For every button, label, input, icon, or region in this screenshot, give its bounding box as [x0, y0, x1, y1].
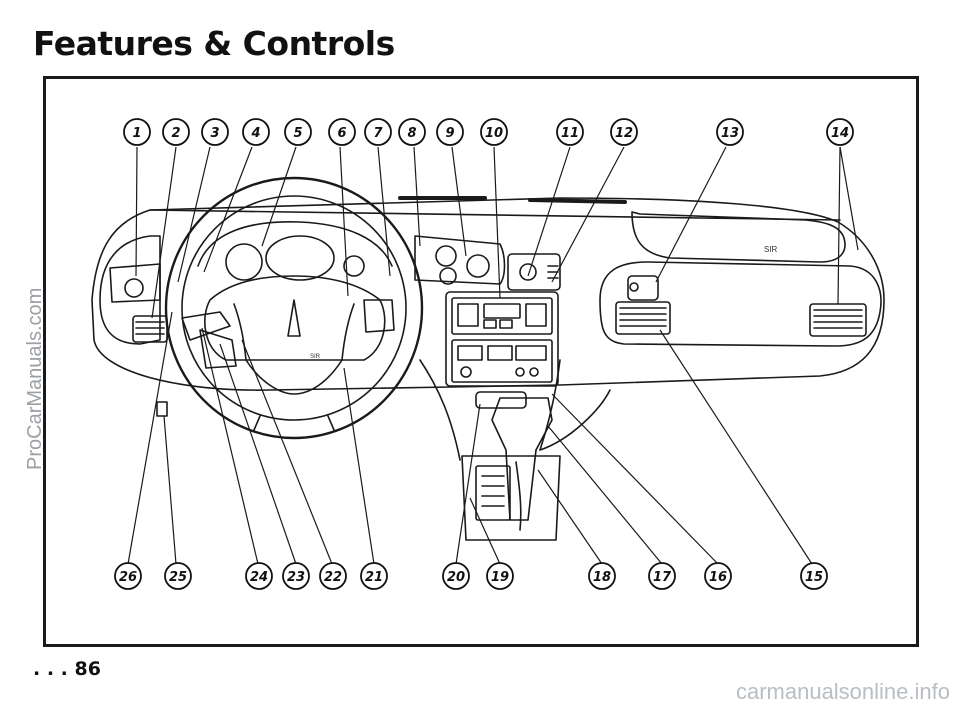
- callout-3-label: 3: [210, 126, 219, 141]
- callout-17-label: 17: [653, 570, 672, 585]
- airbag-label: SIR: [764, 245, 778, 254]
- callout-11-label: 11: [561, 126, 579, 141]
- callout-25: 25: [164, 562, 192, 590]
- headlamp-switch: [124, 278, 144, 298]
- callout-9-label: 9: [445, 126, 454, 141]
- callout-17: 17: [648, 562, 676, 590]
- glovebox-panel: [599, 261, 882, 347]
- callout-12: 12: [610, 118, 638, 146]
- callout-11: 11: [556, 118, 584, 146]
- callout-10: 10: [480, 118, 508, 146]
- callout-5-label: 5: [293, 126, 302, 141]
- wheel-label: SIR: [310, 354, 321, 360]
- bottom-watermark: carmanualsonline.info: [735, 679, 950, 704]
- page-number: . . . 86: [33, 658, 101, 680]
- callout-3: 3: [201, 118, 229, 146]
- callout-14: 14: [826, 118, 854, 146]
- callout-25-label: 25: [169, 570, 187, 585]
- callout-6: 6: [328, 118, 356, 146]
- left-vent: [132, 315, 168, 343]
- callout-18: 18: [588, 562, 616, 590]
- callout-13: 13: [716, 118, 744, 146]
- callout-20: 20: [442, 562, 470, 590]
- callout-15: 15: [800, 562, 828, 590]
- callout-26-label: 26: [119, 570, 137, 585]
- dashboard-outline: [91, 197, 885, 391]
- callouts-bottom: 26 25 24 23 22 21 20 19 18 17 16 15: [114, 562, 828, 590]
- callout-22: 22: [319, 562, 347, 590]
- diagram-frame: [43, 76, 919, 647]
- instrument-cluster: [197, 220, 393, 267]
- callout-20-label: 20: [447, 570, 465, 585]
- callout-4-label: 4: [250, 126, 260, 141]
- callout-26: 26: [114, 562, 142, 590]
- callout-23-label: 23: [287, 570, 305, 585]
- airbag-cover: [631, 211, 846, 263]
- callout-2-label: 2: [171, 126, 180, 141]
- left-end-panel: [99, 235, 161, 345]
- page-title: Features & Controls: [33, 24, 395, 63]
- callout-10-label: 10: [485, 126, 503, 141]
- callout-14-label: 14: [831, 126, 849, 141]
- far-right-vent: [809, 303, 867, 337]
- callout-1: 1: [123, 118, 151, 146]
- callout-16-label: 16: [709, 570, 727, 585]
- callout-19-label: 19: [491, 570, 509, 585]
- callout-8: 8: [398, 118, 426, 146]
- callout-4: 4: [242, 118, 270, 146]
- callout-15-label: 15: [805, 570, 823, 585]
- callout-12-label: 12: [615, 126, 633, 141]
- windshield-line: [149, 209, 841, 221]
- callout-1-label: 1: [132, 126, 141, 141]
- callout-13-label: 13: [721, 126, 739, 141]
- wheel-hub: [204, 275, 386, 361]
- callout-9: 9: [436, 118, 464, 146]
- callout-21: 21: [360, 562, 388, 590]
- callouts-top: 1 2 3 4 5 6 7 8 9 10 11 12 13 14: [123, 118, 854, 146]
- steering-wheel-rim: [164, 176, 424, 440]
- aux-gauges: [414, 235, 506, 285]
- callout-16: 16: [704, 562, 732, 590]
- gear-shifter: [491, 397, 553, 521]
- callout-6-label: 6: [337, 126, 346, 141]
- right-center-vent: [615, 301, 671, 335]
- callout-8-label: 8: [407, 126, 416, 141]
- callout-24: 24: [245, 562, 273, 590]
- callout-22-label: 22: [324, 570, 342, 585]
- callout-5: 5: [284, 118, 312, 146]
- callout-19: 19: [486, 562, 514, 590]
- callout-7-label: 7: [373, 126, 383, 141]
- callout-24-label: 24: [250, 570, 268, 585]
- callout-23: 23: [282, 562, 310, 590]
- callout-18-label: 18: [593, 570, 611, 585]
- callout-21-label: 21: [365, 570, 383, 585]
- callout-7: 7: [364, 118, 392, 146]
- callout-2: 2: [162, 118, 190, 146]
- center-stack: [445, 291, 559, 387]
